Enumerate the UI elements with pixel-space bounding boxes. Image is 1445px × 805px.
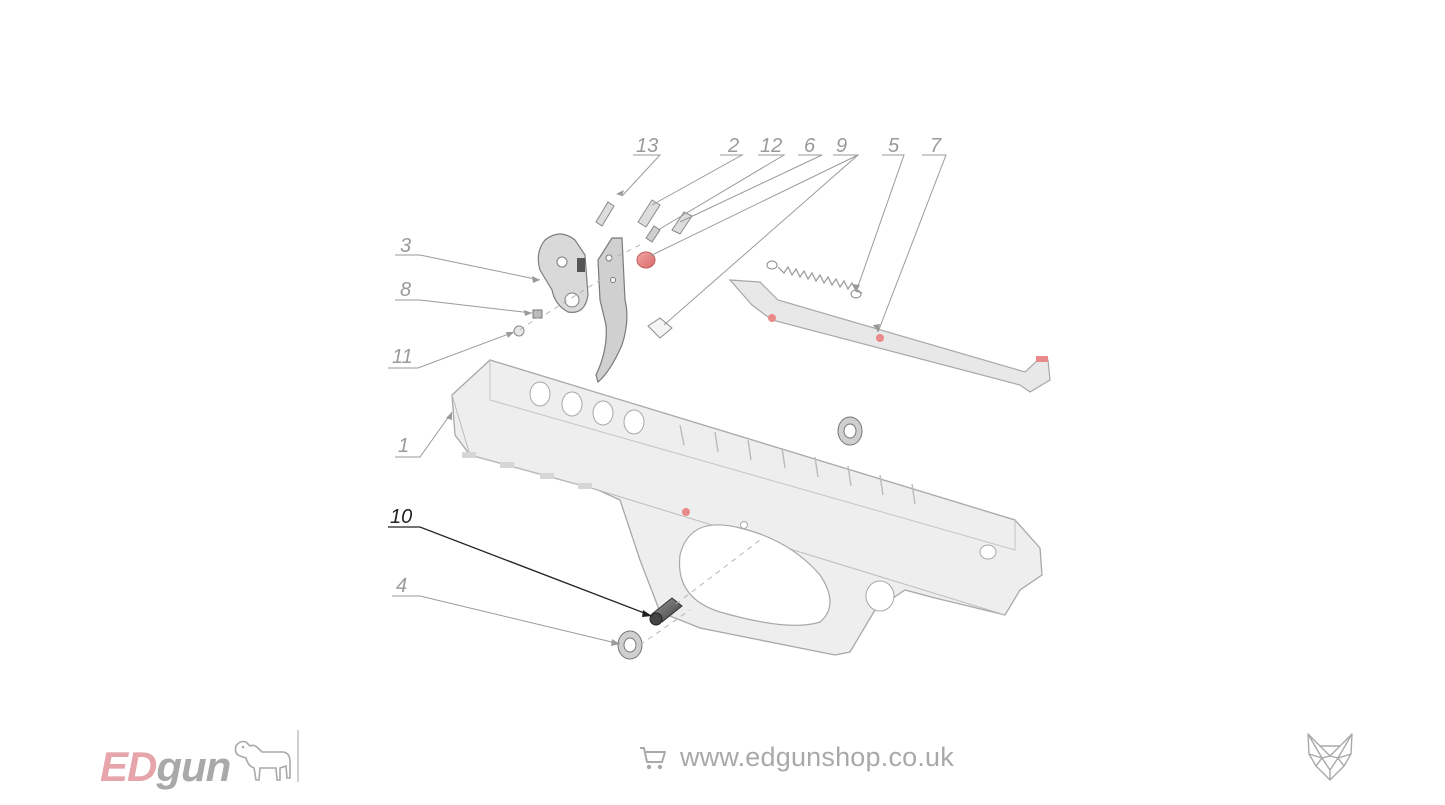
part-1-trigger-housing bbox=[451, 359, 1043, 656]
callout-9: 9 bbox=[836, 135, 847, 157]
callout-numbers: 13 2 12 6 9 5 7 3 8 11 1 10 4 bbox=[390, 135, 942, 597]
callout-3: 3 bbox=[400, 235, 411, 257]
part-2-pin bbox=[637, 199, 661, 228]
brand-logo: EDgun bbox=[100, 728, 294, 788]
callout-1: 1 bbox=[398, 435, 409, 457]
part-12-pin bbox=[645, 225, 661, 243]
assembly-lines bbox=[519, 244, 761, 646]
callout-13: 13 bbox=[636, 135, 658, 157]
part-4-screw bbox=[617, 630, 643, 660]
website-link[interactable]: www.edgunshop.co.uk bbox=[638, 742, 954, 773]
shopping-cart-icon bbox=[640, 746, 666, 769]
part-13-pin bbox=[595, 201, 615, 227]
callout-2: 2 bbox=[727, 135, 739, 157]
footer-divider bbox=[297, 730, 299, 782]
dog-logo-icon bbox=[235, 740, 292, 781]
part-8-nut bbox=[532, 309, 543, 319]
callout-11: 11 bbox=[392, 346, 413, 368]
brand-gun: gun bbox=[156, 743, 231, 790]
brand-ed: ED bbox=[100, 743, 157, 790]
callout-12: 12 bbox=[760, 135, 782, 157]
callout-leaders bbox=[388, 154, 947, 646]
part-screw-upper bbox=[837, 416, 863, 446]
part-11-ball bbox=[513, 325, 525, 337]
part-5-spring bbox=[766, 260, 863, 299]
footer: EDgun www.edgunshop.co.uk bbox=[0, 720, 1445, 805]
part-6-trigger-blade bbox=[595, 237, 628, 384]
callout-8: 8 bbox=[400, 279, 411, 301]
callout-5: 5 bbox=[888, 135, 900, 157]
brand-wordmark: EDgun bbox=[100, 743, 231, 790]
website-url[interactable]: www.edgunshop.co.uk bbox=[680, 742, 954, 772]
callout-10: 10 bbox=[390, 506, 412, 528]
part-10-pin bbox=[649, 597, 683, 626]
wolf-logo-icon bbox=[1307, 733, 1353, 781]
callout-6: 6 bbox=[804, 135, 816, 157]
callout-7: 7 bbox=[930, 135, 942, 157]
callout-4: 4 bbox=[396, 575, 407, 597]
part-7-lever-bar bbox=[728, 279, 1051, 393]
part-3-sear bbox=[537, 233, 589, 313]
